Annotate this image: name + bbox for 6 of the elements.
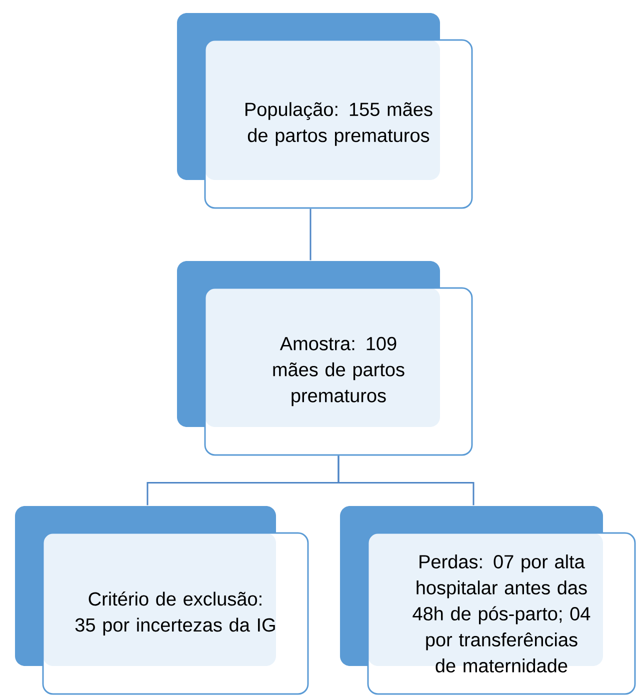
process-box: Amostra: 109 mães de partos prematuros [177, 261, 473, 456]
process-box: População: 155 mães de partos prematuros [177, 13, 473, 209]
process-box: Critério de exclusão: 35 por incertezas da IG [15, 506, 309, 695]
connector-line [310, 208, 312, 260]
connector-line [338, 456, 474, 506]
process-box: Perdas: 07 por alta hospitalar antes das 48h de pós-parto; 04 por transferências de maternidade [340, 506, 636, 695]
